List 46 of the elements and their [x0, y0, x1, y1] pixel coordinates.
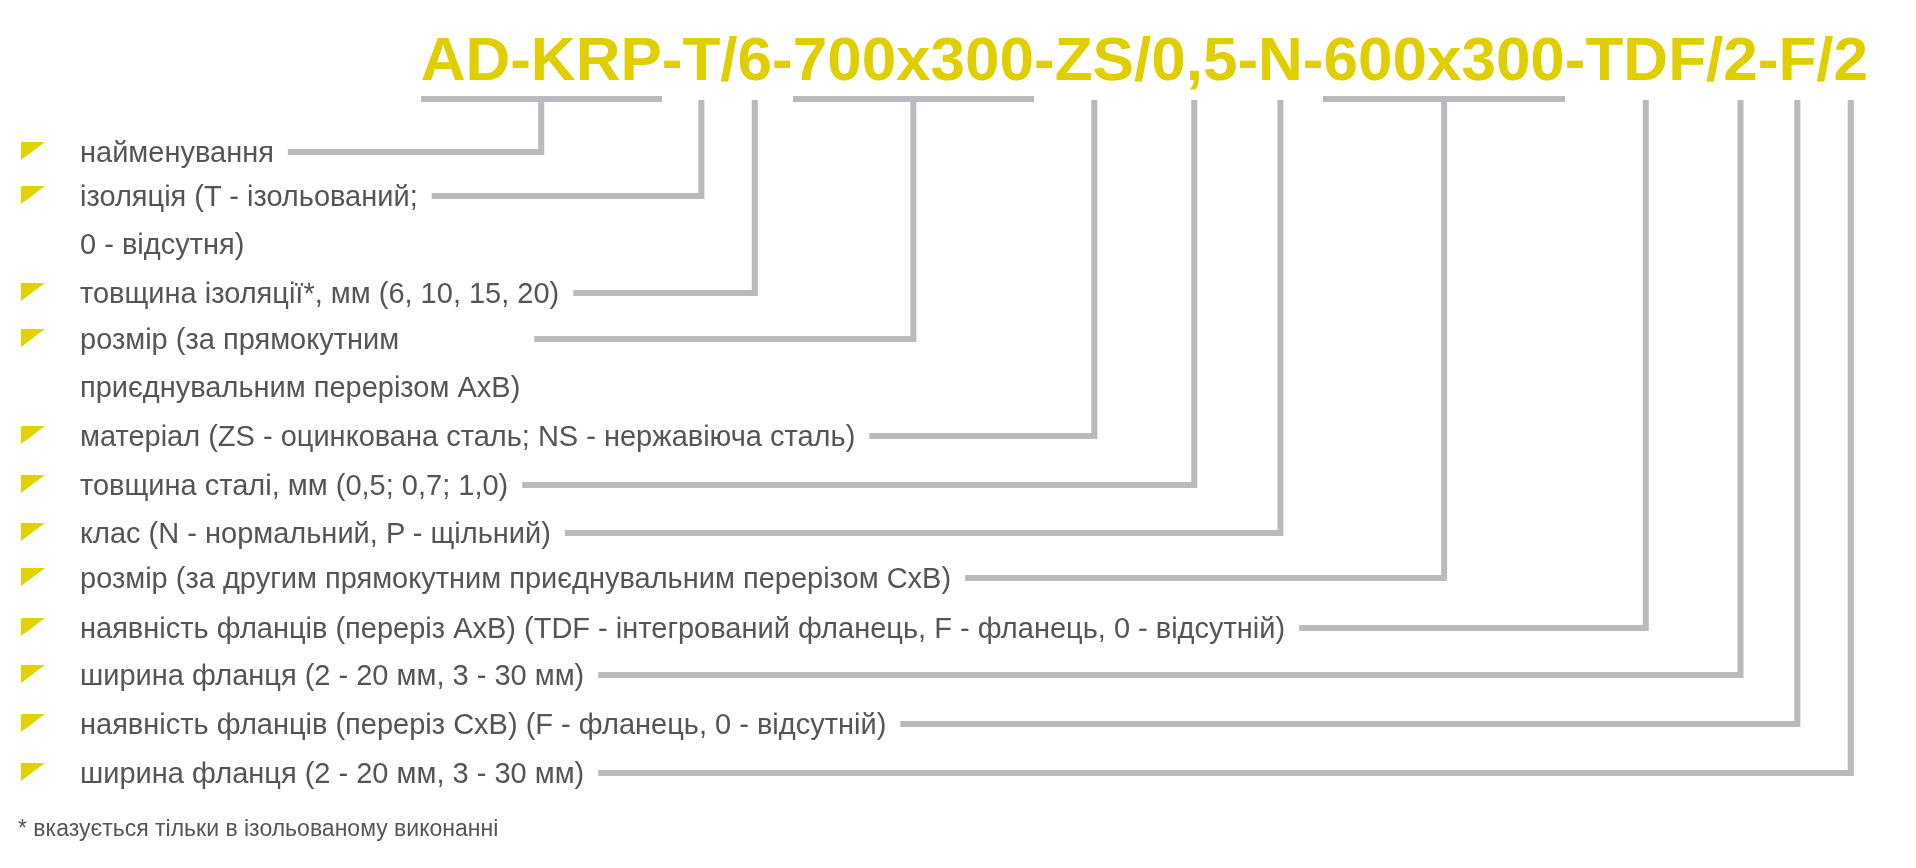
code-separator: - — [1757, 28, 1779, 90]
underlined-code-label: 600x300 — [1323, 28, 1565, 102]
leader-line — [598, 100, 1744, 678]
leader-line — [534, 102, 917, 342]
code-label: 2 — [1833, 28, 1868, 100]
leader-line — [869, 100, 1098, 439]
code-separator: - — [1302, 28, 1324, 90]
field-description: розмір (за прямокутним приєднувальним перерізом АхВ) — [80, 315, 535, 411]
code-label: TDF — [1585, 28, 1707, 100]
field-description: матеріал (ZS - оцинкована сталь; NS - нержавіюча сталь) — [80, 412, 870, 460]
field-description: розмір (за другим прямокутним приєднувальним перерізом СхВ) — [80, 554, 966, 602]
code-separator: - — [1237, 28, 1259, 90]
code-label: N — [1258, 28, 1303, 100]
field-description: клас (N - нормальний, P - щільний) — [80, 509, 565, 557]
leader-line — [900, 100, 1801, 727]
code-label: 2 — [1723, 28, 1758, 100]
code-separator: - — [661, 28, 683, 90]
code-separator: / — [1133, 28, 1152, 90]
leader-line — [573, 100, 758, 296]
code-label: F — [1778, 28, 1817, 100]
code-label: 0,5 — [1151, 28, 1238, 100]
field-description: товщина сталі, мм (0,5; 0,7; 1,0) — [80, 461, 523, 509]
underlined-code-label: AD-KRP — [420, 28, 662, 102]
code-separator: / — [720, 28, 738, 90]
footnote: * вказується тільки в ізольованому виконанні — [18, 815, 499, 841]
leader-line — [431, 100, 705, 199]
field-description: наявність фланців (переріз СхВ) (F - фланець, 0 - відсутній) — [80, 700, 901, 748]
code-separator: - — [1564, 28, 1586, 90]
leader-line — [522, 100, 1198, 488]
leader-line — [564, 100, 1284, 536]
code-label: ZS — [1054, 28, 1134, 100]
leader-line — [287, 102, 545, 155]
field-description: наявність фланців (переріз АхВ) (TDF - інтегрований фланець, F - фланець, 0 - відсутній) — [80, 604, 1300, 652]
code-separator: / — [1706, 28, 1724, 90]
underlined-code-label: 700x300 — [792, 28, 1035, 102]
code-label: T — [682, 28, 721, 100]
leader-line — [965, 102, 1448, 581]
code-label: 6 — [737, 28, 772, 100]
code-separator: - — [772, 28, 793, 90]
leader-line — [1299, 100, 1649, 631]
code-separator: - — [1034, 28, 1055, 90]
field-description: товщина ізоляції*, мм (6, 10, 15, 20) — [80, 269, 574, 317]
field-description: ширина фланця (2 - 20 мм, 3 - 30 мм) — [80, 651, 599, 699]
leader-line — [598, 100, 1854, 776]
code-separator: / — [1816, 28, 1834, 90]
field-description: ширина фланця (2 - 20 мм, 3 - 30 мм) — [80, 749, 599, 797]
